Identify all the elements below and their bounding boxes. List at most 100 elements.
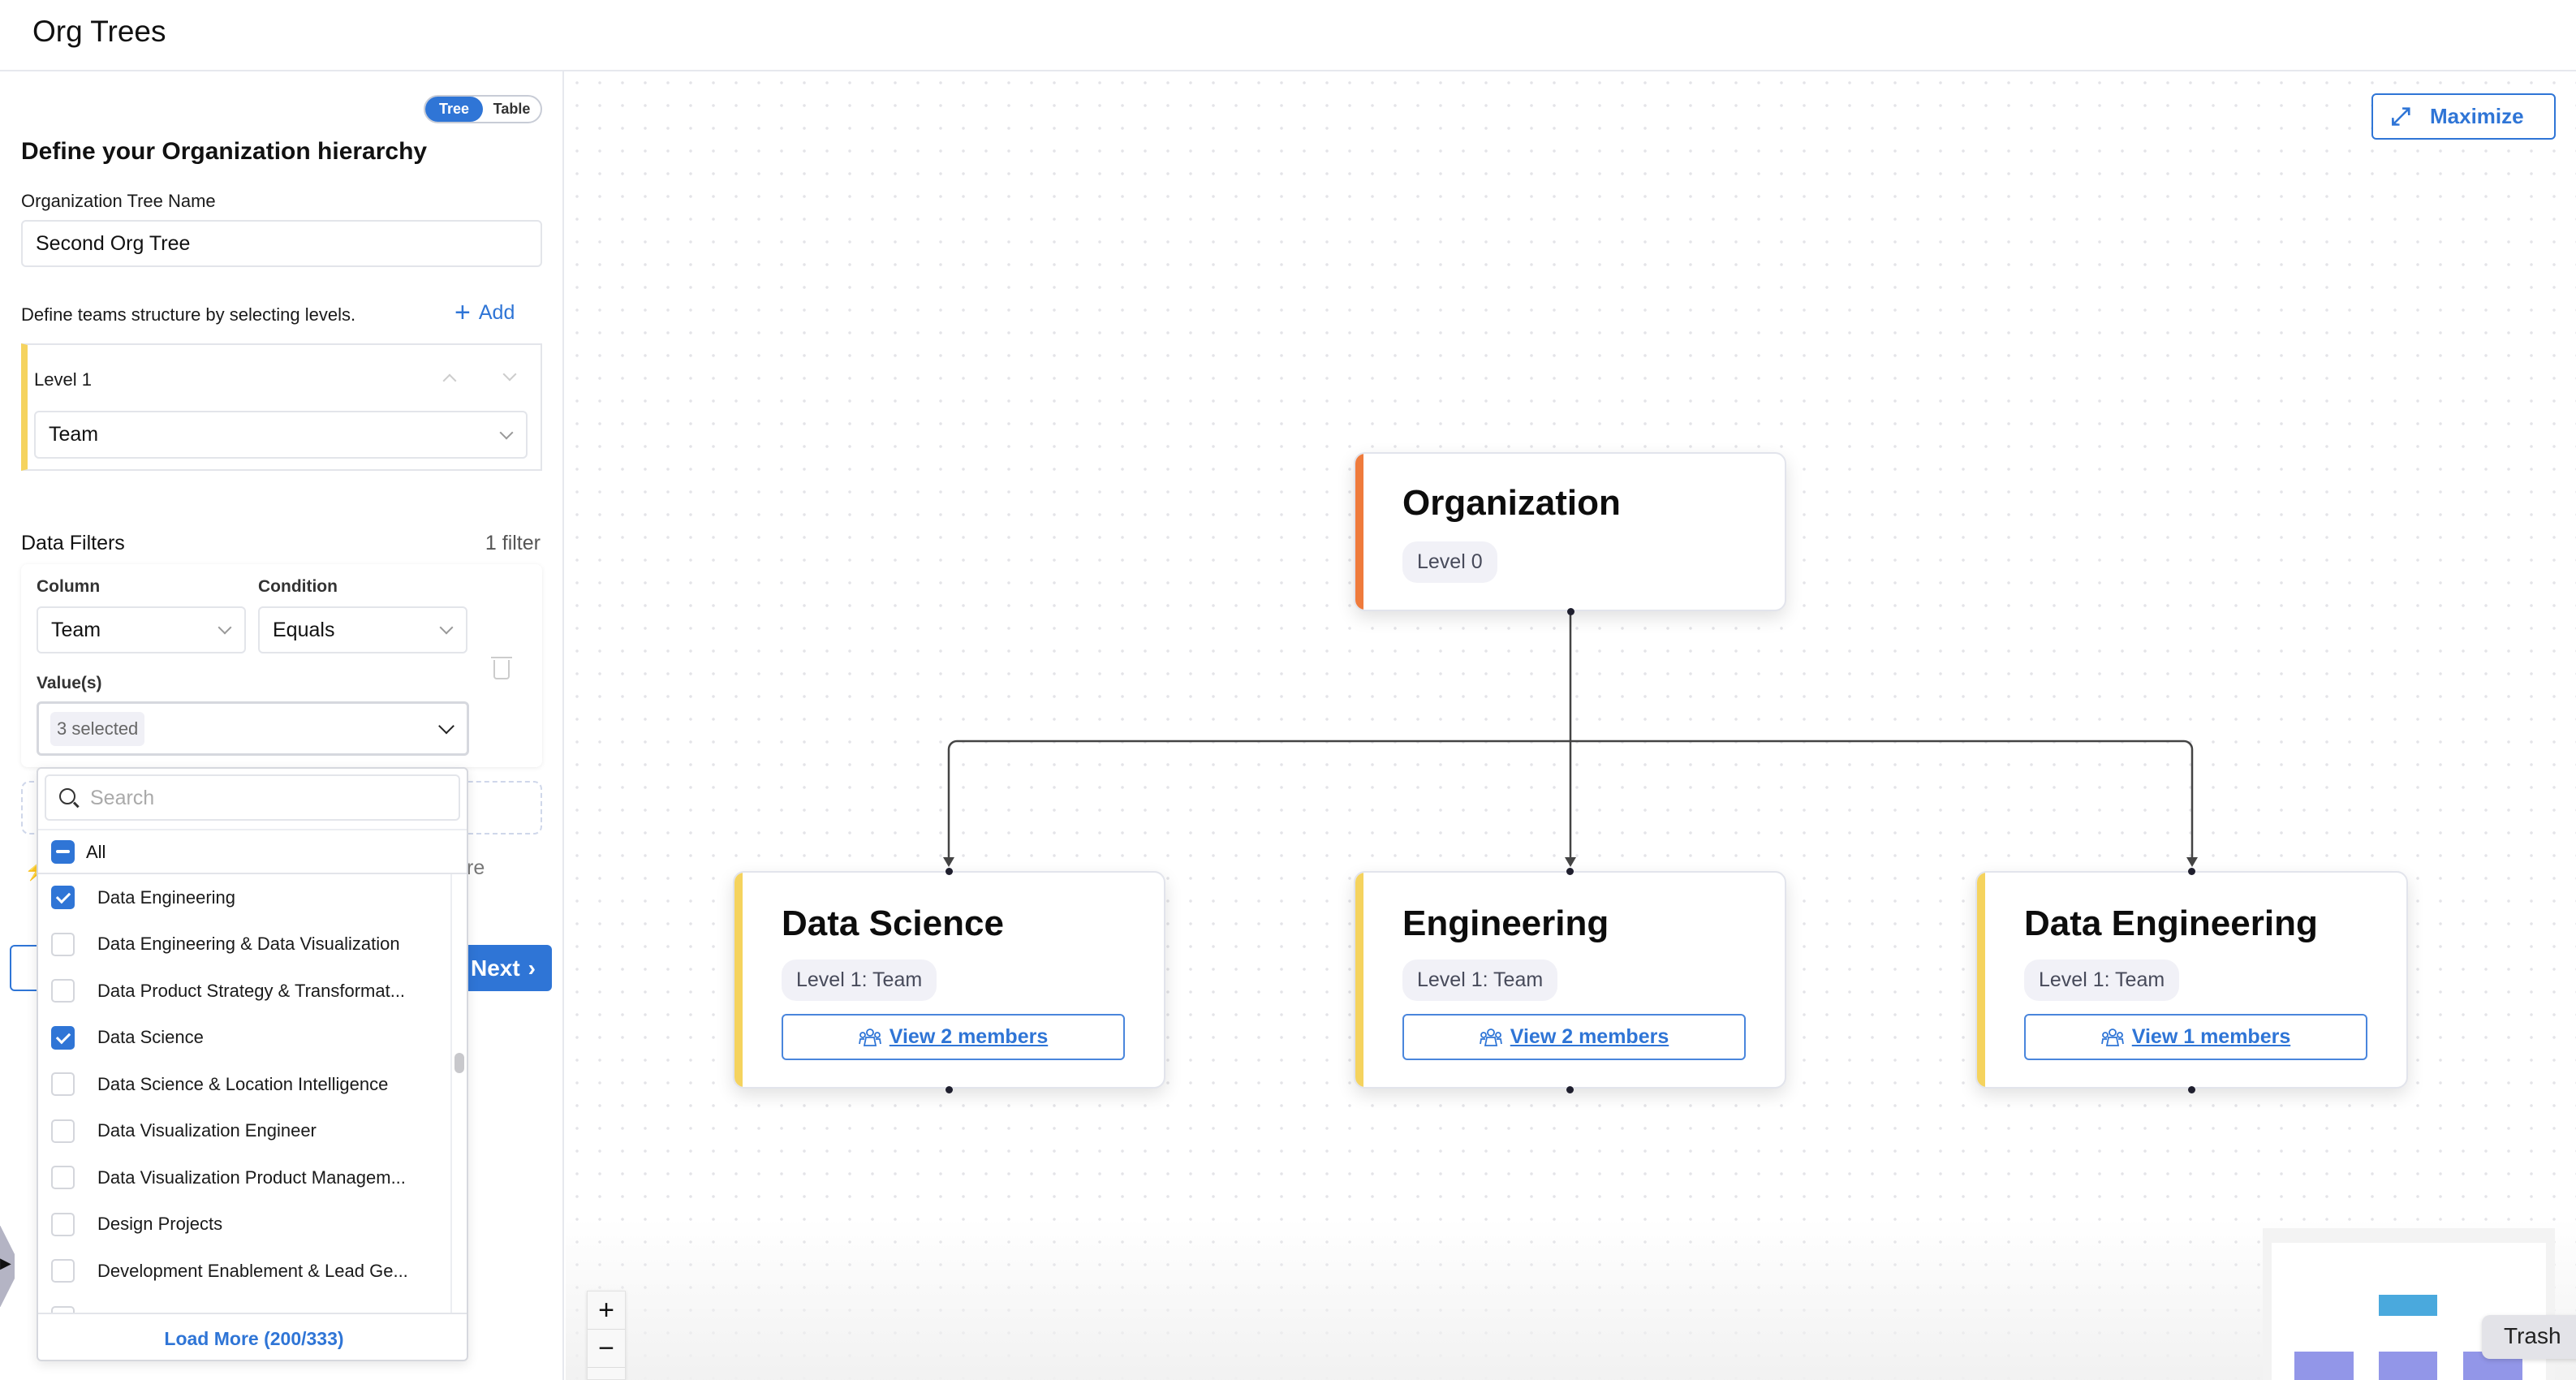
minimap-child-node [2379,1352,2437,1380]
zoom-in-button[interactable]: + [588,1292,625,1330]
node-title: Engineering [1402,903,1609,943]
option-checkbox[interactable] [51,886,75,909]
team-icon [1479,1028,1502,1046]
tree-node-child[interactable]: Engineering Level 1: Team View 2 members [1354,871,1786,1089]
condition-value: Equals [273,618,335,641]
node-handle [1567,608,1574,615]
node-handle [1566,868,1574,875]
option-item-partial[interactable] [38,1295,436,1313]
node-handle [946,1086,953,1093]
arrow-head [943,857,954,867]
option-checkbox[interactable] [51,1025,75,1050]
condition-label: Condition [258,577,338,596]
option-checkbox[interactable] [51,979,75,1003]
option-item[interactable]: Development Enablement & Lead Ge... [38,1248,436,1294]
toggle-table[interactable]: Table [493,101,531,117]
indeterminate-checkbox[interactable] [51,840,75,864]
canvas-fade [566,1218,2576,1380]
option-item[interactable]: Data Engineering [38,874,436,921]
node-title: Data Science [782,903,1004,943]
level-badge: Level 1: Team [1402,960,1558,1001]
node-handle [2188,1086,2195,1093]
maximize-label: Maximize [2430,104,2524,128]
option-label: Data Visualization Product Managem... [97,1167,406,1188]
trash-icon[interactable] [491,657,512,679]
option-label: Design Projects [97,1214,223,1234]
next-label: Next [470,955,520,981]
level-value: Team [49,423,99,446]
expand-icon: ⤢ [2391,102,2410,130]
option-item[interactable]: Data Visualization Engineer [38,1108,436,1154]
page-title: Org Trees [32,15,166,48]
option-item[interactable]: Design Projects [38,1201,436,1248]
plus-icon: + [454,297,471,328]
column-label: Column [37,577,101,596]
level-badge: Level 0 [1402,541,1497,583]
tree-node-root[interactable]: Organization Level 0 [1354,452,1786,611]
toggle-tree[interactable]: Tree [425,97,483,122]
view-members-button[interactable]: View 1 members [2024,1014,2367,1060]
values-select[interactable]: 3 selected [37,701,469,756]
tree-name-input[interactable]: Second Org Tree [21,220,542,267]
view-members-label: View 2 members [889,1025,1049,1048]
team-icon [2100,1028,2124,1046]
add-level-button[interactable]: + Add [454,299,515,326]
node-title: Data Engineering [2024,903,2318,943]
column-value: Team [51,618,101,641]
option-item[interactable]: Data Product Strategy & Transformat... [38,968,436,1014]
level-card: Level 1 Team [21,343,542,471]
dropdown-search-input[interactable]: Search [45,774,460,821]
tree-canvas[interactable] [566,71,2576,1380]
option-checkbox[interactable] [51,1072,75,1096]
node-handle [2188,868,2195,875]
hidden-hint-text: re [467,856,485,879]
option-label: Data Engineering & Data Visualization [97,934,400,954]
search-placeholder: Search [90,787,155,809]
load-more-button[interactable]: Load More (200/333) [38,1313,467,1360]
column-select[interactable]: Team [37,606,246,653]
level-badge: Level 1: Team [2024,960,2180,1001]
node-handle [1566,1086,1574,1093]
node-accent-bar [1355,454,1363,610]
tree-node-child[interactable]: Data Engineering Level 1: Team View 1 me… [1975,871,2408,1089]
zoom-out-button[interactable]: − [588,1330,625,1368]
option-checkbox[interactable] [51,1212,75,1236]
option-label: Development Enablement & Lead Ge... [97,1260,408,1281]
view-members-button[interactable]: View 2 members [782,1014,1125,1060]
level-label: Level 1 [34,369,92,390]
arrow-head [1565,857,1576,867]
option-checkbox[interactable] [51,1166,75,1189]
node-accent-bar [734,873,743,1087]
node-accent-bar [1355,873,1363,1087]
add-label: Add [478,300,515,324]
levels-hint: Define teams structure by selecting leve… [21,304,356,325]
option-item[interactable]: Data Visualization Product Managem... [38,1154,436,1201]
option-label: Data Visualization Engineer [97,1120,317,1141]
view-members-label: View 2 members [1510,1025,1669,1048]
view-toggle[interactable]: Tree Table [424,95,542,123]
view-members-label: View 1 members [2131,1025,2291,1048]
option-item[interactable]: Data Engineering & Data Visualization [38,921,436,968]
view-members-button[interactable]: View 2 members [1402,1014,1746,1060]
filter-card: Column Condition Team Equals Value(s) 3 … [21,564,542,767]
node-handle [946,868,953,875]
panel-heading: Define your Organization hierarchy [21,138,428,165]
option-checkbox[interactable] [51,932,75,956]
search-icon [59,788,80,808]
select-all-row[interactable]: All [38,829,467,874]
option-checkbox[interactable] [51,1259,75,1283]
option-item[interactable]: Data Science & Location Intelligence [38,1061,436,1107]
condition-select[interactable]: Equals [258,606,467,653]
tree-node-child[interactable]: Data Science Level 1: Team View 2 member… [733,871,1165,1089]
minimap-root-node [2379,1295,2437,1316]
option-checkbox[interactable] [51,1119,75,1143]
maximize-button[interactable]: ⤢ Maximize [2371,93,2556,140]
scrollbar-thumb[interactable] [454,1053,464,1073]
option-checkbox[interactable] [51,1305,75,1313]
option-item[interactable]: Data Science [38,1015,436,1061]
level-select[interactable]: Team [34,411,528,459]
minimap-child-node [2294,1352,2354,1380]
